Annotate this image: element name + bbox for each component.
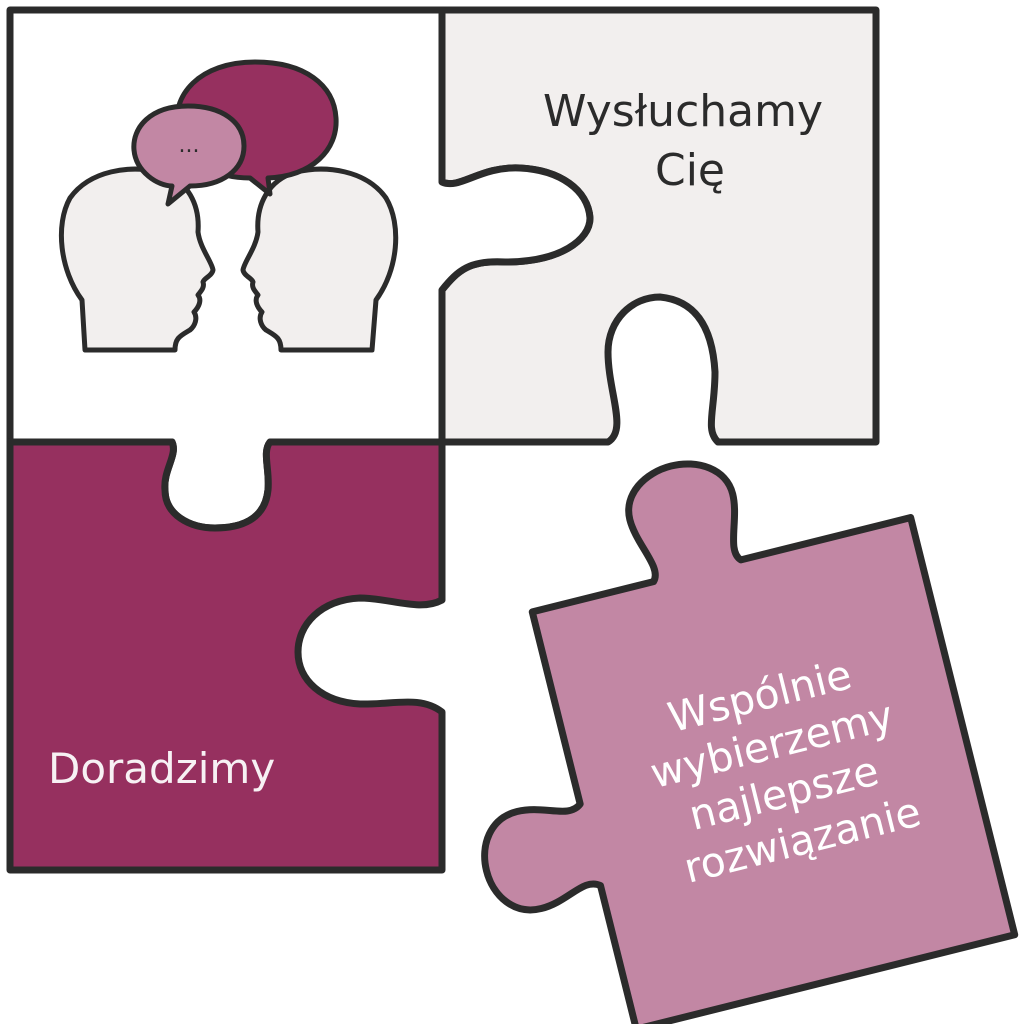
speech-bubble-dots: ... [179,133,200,158]
conversation-illustration: ... [58,59,399,353]
label-advise: Doradzimy [48,744,275,793]
speech-bubble-small-icon [131,103,247,207]
puzzle-piece-loose [481,460,1019,1024]
puzzle-piece-bottom-left [6,438,446,874]
head-left-icon [58,166,216,353]
head-right-icon [240,166,399,353]
label-listen-line-1: Wysłuchamy [543,86,823,137]
label-listen-line-2: Cię [655,145,725,196]
label-listen: Wysłuchamy Cię [543,86,837,196]
